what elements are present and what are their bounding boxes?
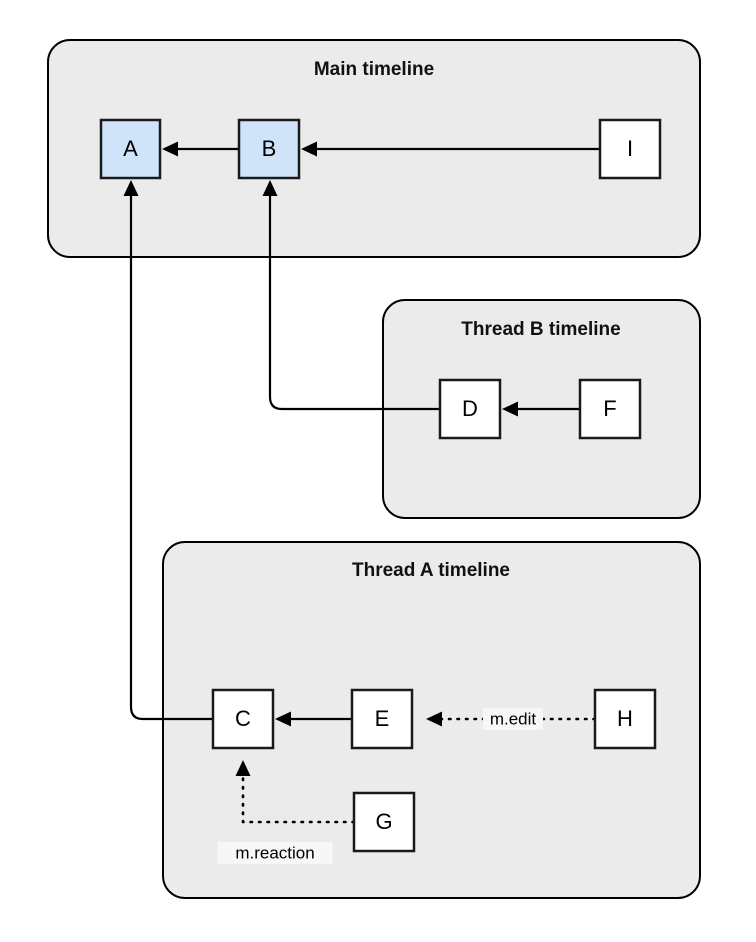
edge-line xyxy=(129,192,213,721)
edge-label-background xyxy=(217,842,333,864)
nodes-layer: A B I D F C E H G xyxy=(99,118,662,853)
node-box[interactable] xyxy=(352,791,416,853)
node-label: C xyxy=(235,706,251,731)
group-title: Main timeline xyxy=(314,59,434,80)
node-label: I xyxy=(627,136,633,161)
edge-label-background xyxy=(483,708,543,730)
edge-G-to-C xyxy=(235,760,356,824)
arrowhead-icon xyxy=(235,760,251,776)
edge-F-to-D xyxy=(502,401,580,417)
event-node-A[interactable]: A xyxy=(99,118,162,180)
node-label: F xyxy=(603,396,616,421)
node-label: H xyxy=(617,706,633,731)
event-node-H[interactable]: H xyxy=(593,688,657,750)
node-box[interactable] xyxy=(598,118,662,180)
node-box[interactable] xyxy=(350,688,414,750)
node-label: E xyxy=(375,706,390,731)
edge-B-to-A xyxy=(162,141,239,157)
node-label: G xyxy=(375,809,392,834)
group-title: Thread A timeline xyxy=(352,560,510,581)
event-node-D[interactable]: D xyxy=(438,378,502,440)
edge-line xyxy=(268,192,440,411)
arrowhead-icon xyxy=(426,711,442,727)
node-label: B xyxy=(262,136,277,161)
node-box[interactable] xyxy=(211,688,275,750)
arrowhead-icon xyxy=(301,141,317,157)
edge-labels-layer: m.edit m.reaction xyxy=(217,708,543,864)
node-box[interactable] xyxy=(99,118,162,180)
group-title: Thread B timeline xyxy=(461,319,620,340)
edge-label-text: m.reaction xyxy=(235,843,314,862)
event-node-C[interactable]: C xyxy=(211,688,275,750)
edge-line xyxy=(241,772,356,824)
node-box[interactable] xyxy=(578,378,642,440)
arrowhead-icon xyxy=(262,180,278,196)
event-node-E[interactable]: E xyxy=(350,688,414,750)
edge-E-to-C xyxy=(275,711,352,727)
node-label: A xyxy=(123,136,138,161)
arrowhead-icon xyxy=(123,180,139,196)
arrowhead-icon xyxy=(275,711,291,727)
event-node-I[interactable]: I xyxy=(598,118,662,180)
node-box[interactable] xyxy=(237,118,301,180)
node-label: D xyxy=(462,396,478,421)
node-box[interactable] xyxy=(438,378,502,440)
edge-D-to-B xyxy=(262,180,440,411)
event-node-B[interactable]: B xyxy=(237,118,301,180)
node-box[interactable] xyxy=(593,688,657,750)
edge-label-G-to-C: m.reaction xyxy=(217,842,333,864)
edge-I-to-B xyxy=(301,141,600,157)
arrowhead-icon xyxy=(162,141,178,157)
edge-label-H-to-E: m.edit xyxy=(483,708,543,730)
event-node-G[interactable]: G xyxy=(352,791,416,853)
edge-C-to-A xyxy=(123,180,213,721)
edge-label-text: m.edit xyxy=(490,709,537,728)
arrowhead-icon xyxy=(502,401,518,417)
event-node-F[interactable]: F xyxy=(578,378,642,440)
